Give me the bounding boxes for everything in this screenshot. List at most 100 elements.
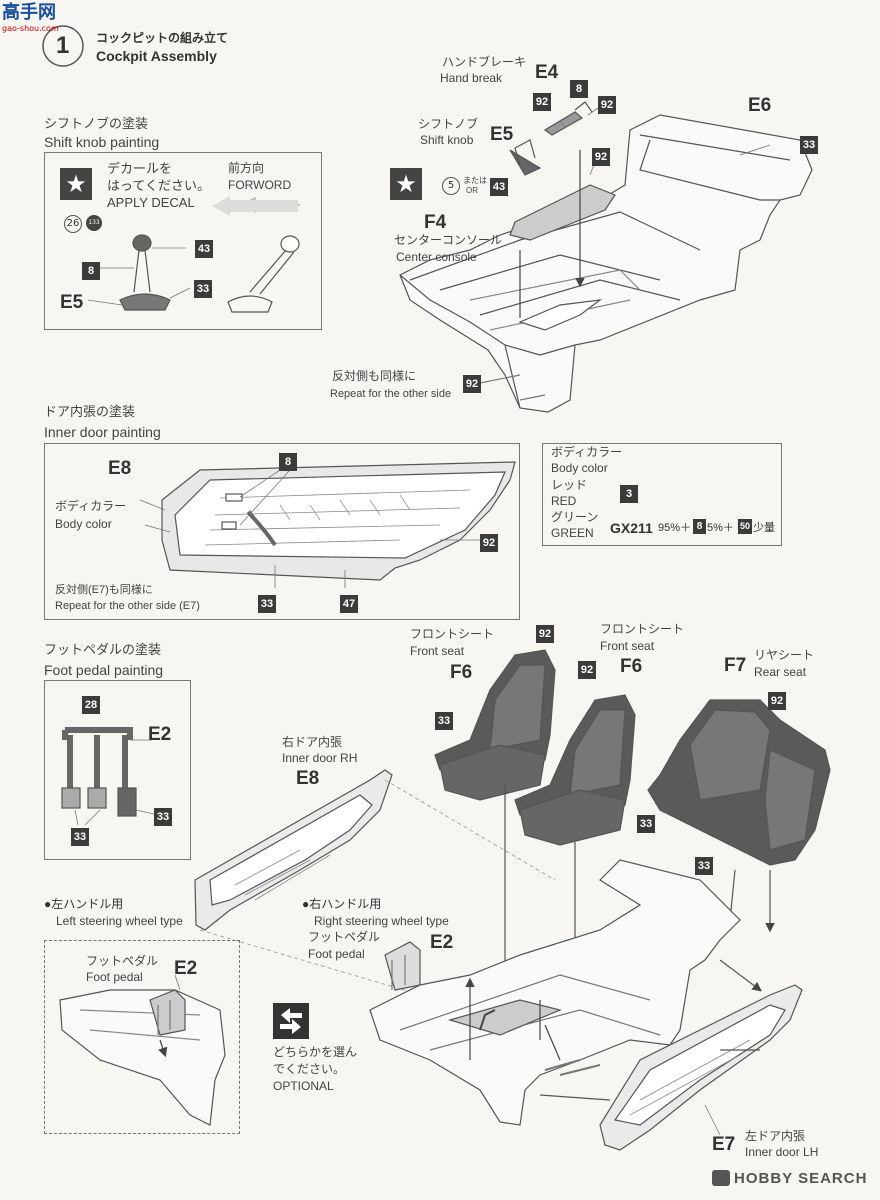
color-chip-33-seat-c: 33 [695,857,713,875]
color-chip-33: 33 [194,280,212,298]
door-lh-en: Inner door LH [745,1145,819,1159]
body-color-box [542,443,782,546]
or-en: OR [466,186,478,195]
left-type-jp: ●左ハンドル用 [44,897,124,911]
red-color-chip: 3 [620,485,638,503]
part-f4-label: F4 [424,212,447,233]
decal-star-main-icon: ★ [390,168,422,200]
color-chip-8-door: 8 [279,453,297,471]
or-jp: または [463,176,487,185]
decal-alt-number: 133 144 [86,215,102,242]
color-chip-92-c: 92 [592,148,610,166]
green-jp: グリーン [551,510,599,524]
hand-break-jp: ハンドブレーキ [442,55,527,69]
part-e5-label: E5 [60,292,84,313]
inner-door-title-jp: ドア内張の塗装 [44,404,136,419]
decal-number: 26 [64,215,82,233]
chip-50-mix: 50 [738,519,752,534]
repeat-jp: 反対側も同様に [332,369,417,383]
console-en: Center console [396,250,477,264]
repeat-en: Repeat for the other side [330,388,452,400]
color-chip-92-b: 92 [598,96,616,114]
pct-95: 95%＋ [658,522,692,534]
color-chip-92-seat-a: 92 [536,625,554,643]
optional-jp-1: どちらかを選ん [273,1045,358,1059]
optional-jp-2: でください。 [273,1062,346,1076]
color-chip-8: 8 [82,262,100,280]
part-e6-label: E6 [748,95,772,116]
rear-seat-jp: リヤシート [754,648,815,662]
shift-jp: シフトノブ [418,117,479,131]
footer-brand: HOBBY SEARCH [734,1170,868,1187]
door-rh-part: E8 [296,768,320,789]
shift-knob-title-en: Shift knob painting [44,134,160,150]
left-type-box [44,940,240,1134]
shift-knob-box [44,152,322,330]
color-chip-33-main: 33 [800,136,818,154]
forward-jp: 前方向 [228,161,265,175]
body-color-en: Body color [551,461,608,475]
small-amount: 少量 [753,522,775,534]
chip-8-mix: 8 [693,519,706,534]
color-chip-28: 28 [82,696,100,714]
door-repeat-en: Repeat for the other side (E7) [55,600,200,612]
foot-pedal-title-en: Foot pedal painting [44,662,164,678]
hand-break-en: Hand break [440,71,503,85]
left-type-en: Left steering wheel type [56,914,183,928]
door-rh-en: Inner door RH [282,751,358,765]
color-chip-33-seat-a: 33 [435,712,453,730]
right-type-en: Right steering wheel type [314,914,449,928]
part-e8-door-label: E8 [108,458,132,479]
left-pedal-en: Foot pedal [86,970,143,984]
color-chip-43-main: 43 [490,178,508,196]
front-seat-1-en: Front seat [410,644,465,658]
front-seat-2-en: Front seat [600,639,655,653]
color-chip-43: 43 [195,240,213,258]
decal-jp-1: デカールを [107,161,173,176]
hobby-search-logo [712,1170,730,1186]
door-rh-jp: 右ドア内張 [282,735,343,749]
step-title-jp: コックピットの組み立て [96,31,229,45]
front-seat-1-part: F6 [450,662,473,683]
door-repeat-jp: 反対側(E7)も同様に [55,584,153,596]
part-e4-label: E4 [535,62,559,83]
inner-door-box [44,443,520,620]
foot-pedal-title-jp: フットペダルの塗装 [44,642,162,657]
color-chip-92-d: 92 [463,375,481,393]
front-seat-2-part: F6 [620,656,643,677]
color-chip-8-main: 8 [570,80,588,98]
part-e5-main-label: E5 [490,124,514,145]
pct-5: 5%＋ [707,522,734,534]
green-en: GREEN [551,526,594,540]
door-lh-part: E7 [712,1134,736,1155]
optional-en: OPTIONAL [273,1079,334,1093]
shift-en: Shift knob [420,133,474,147]
shift-knob-title-jp: シフトノブの塗装 [44,116,149,131]
color-chip-33-seat-b: 33 [637,815,655,833]
front-seat-2-jp: フロントシート [600,622,685,636]
step-title-en: Cockpit Assembly [96,48,217,64]
rear-seat-en: Rear seat [754,665,807,679]
right-pedal-en: Foot pedal [308,947,365,961]
door-body-en: Body color [55,517,112,531]
body-color-jp: ボディカラー [551,445,623,459]
decal-star-icon: ★ [60,168,92,200]
watermark-site: 高手网 [2,2,56,23]
left-pedal-part: E2 [174,958,198,979]
door-lh-jp: 左ドア内張 [745,1129,806,1143]
gx-code: GX211 [610,520,653,536]
color-chip-92-seat-c: 92 [768,692,786,710]
color-chip-92-seat-b: 92 [578,661,596,679]
right-pedal-jp: フットペダル [308,930,381,944]
color-chip-33-pedal-a: 33 [71,828,89,846]
color-chip-33-door: 33 [258,595,276,613]
door-body-jp: ボディカラー [55,499,127,513]
decal-en: APPLY DECAL [107,195,195,210]
red-en: RED [551,494,577,508]
forward-en: FORWORD [228,178,292,192]
rear-seat-part: F7 [724,655,747,676]
color-chip-92-a: 92 [533,93,551,111]
right-pedal-part: E2 [430,932,454,953]
